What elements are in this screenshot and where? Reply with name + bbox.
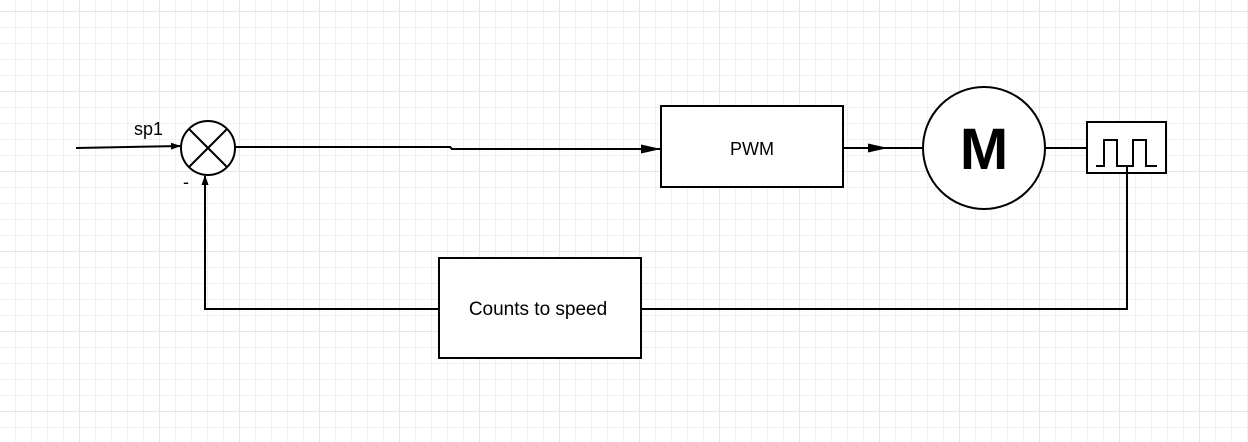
- summing-junction-icon: [180, 120, 236, 176]
- feedback-return-line: [201, 175, 439, 310]
- counts-to-speed-block: [438, 257, 642, 359]
- minus-sign-label: -: [183, 172, 189, 192]
- motor-label: M: [960, 117, 1008, 182]
- pwm-block: [660, 105, 844, 188]
- pwm-label: PWM: [730, 139, 774, 159]
- counts-to-speed-label: Counts to speed: [469, 299, 607, 320]
- setpoint-input-line: [75, 142, 181, 150]
- error-signal-line: [235, 144, 661, 154]
- encoder-feedback-line: [641, 166, 1128, 310]
- square-wave-icon: [1086, 121, 1167, 174]
- setpoint-label: sp1: [134, 119, 163, 139]
